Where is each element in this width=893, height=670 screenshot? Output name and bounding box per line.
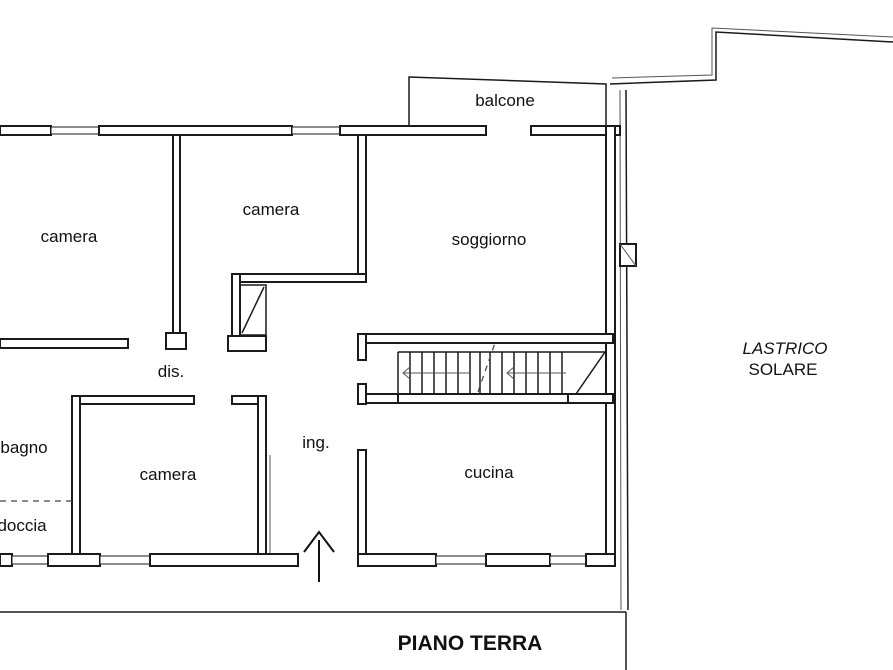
- wall-camera-left-vertical: [172, 134, 181, 334]
- wall-soggiorno-bottom: [360, 333, 614, 344]
- room-label-camera-bottom: camera: [140, 465, 197, 484]
- room-label-bagno: bagno: [0, 438, 47, 457]
- wall-camera-left-bottom: [0, 338, 129, 349]
- room-label-ingresso: ing.: [302, 433, 329, 452]
- closet-cabinet: [239, 284, 267, 336]
- wall-closet-base: [227, 335, 267, 352]
- room-label-balcone: balcone: [475, 91, 535, 110]
- lastrico-label-line1: LASTRICO: [742, 339, 827, 358]
- balcony-outline: [408, 76, 607, 127]
- floor-title: PIANO TERRA: [398, 632, 543, 655]
- room-label-cucina: cucina: [464, 463, 514, 482]
- right-exterior-wall: [605, 125, 616, 567]
- wall-camera-bottom-right: [257, 395, 267, 555]
- lastrico-label-line2: SOLARE: [749, 360, 818, 379]
- wall-dis-stub: [165, 332, 187, 350]
- wall-cucina-left: [357, 449, 367, 567]
- wall-camera-center-right: [357, 134, 367, 282]
- entrance-arrow-icon: [303, 530, 335, 582]
- staircase: [357, 339, 614, 405]
- room-label-doccia: doccia: [0, 516, 47, 535]
- top-exterior-wall: [0, 125, 621, 136]
- room-label-camera-center: camera: [243, 200, 300, 219]
- lastrico-outline: [609, 27, 893, 611]
- room-label-dis: dis.: [158, 362, 184, 381]
- wall-bath-camera: [71, 395, 81, 557]
- room-label-camera-left: camera: [41, 227, 98, 246]
- room-label-soggiorno: soggiorno: [452, 230, 527, 249]
- wall-closet-left: [231, 273, 241, 337]
- wall-bath-camera-top: [71, 395, 195, 405]
- bottom-exterior-wall: [0, 553, 616, 567]
- wall-soggiorno-left-stub: [357, 333, 367, 361]
- wall-camera-center-bottom: [231, 273, 367, 283]
